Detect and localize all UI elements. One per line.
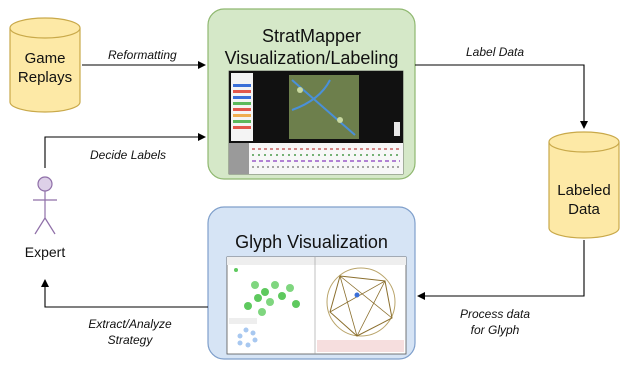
extract-strategy-label: Extract/Analyze Strategy: [75, 316, 185, 348]
extract-strategy-line-2: Strategy: [107, 333, 153, 347]
labeled-data-line-2: Data: [568, 201, 600, 218]
expert-label: Expert: [24, 244, 66, 260]
extract-strategy-arrow: [41, 279, 208, 308]
game-replays-cylinder: [9, 17, 81, 113]
stratmapper-title-line-1: StratMapper: [261, 26, 362, 46]
stratmapper-screenshot: [228, 70, 404, 175]
decide-labels-arrow: [44, 133, 206, 168]
labeled-data-label: Labeled Data: [549, 181, 619, 219]
extract-strategy-line-1: Extract/Analyze: [88, 317, 172, 331]
stratmapper-title: StratMapper Visualization/Labeling: [208, 25, 415, 69]
stratmapper-title-line-2: Visualization/Labeling: [224, 48, 399, 68]
decide-labels-label: Decide Labels: [90, 148, 167, 162]
glyph-visualization-title: Glyph Visualization: [235, 232, 388, 252]
labeled-data-cylinder: [548, 131, 620, 239]
game-replays-line-1: Game: [24, 50, 66, 67]
process-data-arrow: [417, 240, 585, 300]
game-replays-label: Game Replays: [10, 49, 80, 87]
label-data-arrow: [415, 64, 588, 129]
expert-actor: [33, 176, 57, 235]
process-data-label: Process data for Glyph: [440, 306, 550, 338]
label-data-label: Label Data: [466, 45, 525, 59]
reformatting-label: Reformatting: [108, 48, 177, 62]
game-replays-line-2: Replays: [17, 69, 73, 86]
process-data-line-2: for Glyph: [470, 323, 520, 337]
labeled-data-line-1: Labeled: [557, 182, 611, 199]
glyph-screenshot: [226, 256, 407, 355]
process-data-line-1: Process data: [459, 307, 531, 321]
